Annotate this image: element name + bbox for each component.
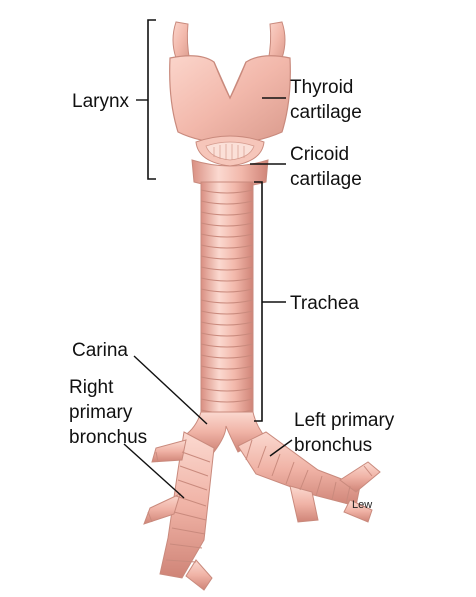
trachea-illustration (200, 181, 254, 419)
labels: Larynx Thyroid cartilage Cricoid cartila… (69, 77, 395, 511)
tracheal-ring (200, 310, 254, 315)
tracheal-ring (200, 211, 254, 216)
tracheal-ring (200, 244, 254, 249)
tracheal-ring (200, 288, 254, 293)
tracheal-ring (200, 321, 254, 326)
label-left-bronchus-line2: bronchus (294, 435, 372, 456)
label-larynx: Larynx (72, 91, 130, 112)
tracheal-ring (200, 299, 254, 304)
trachea-bracket (254, 181, 263, 422)
tracheal-ring (200, 277, 254, 282)
label-trachea: Trachea (290, 293, 359, 314)
tracheal-ring (200, 233, 254, 238)
tracheal-ring (200, 376, 254, 381)
tracheal-ring (200, 189, 254, 194)
thyroid-cartilage (169, 55, 291, 145)
label-carina: Carina (72, 340, 128, 361)
larynx-bracket (147, 19, 156, 180)
label-thyroid-line2: cartilage (290, 102, 362, 123)
artist-signature: Lew (352, 499, 372, 511)
tracheal-ring (200, 365, 254, 370)
label-right-bronchus-line2: primary (69, 402, 133, 423)
larynx-illustration (169, 21, 291, 188)
tracheal-ring (200, 222, 254, 227)
label-right-bronchus-line1: Right (69, 377, 114, 398)
tracheal-ring (200, 354, 254, 359)
label-cricoid-line2: cartilage (290, 169, 362, 190)
tracheal-ring (200, 332, 254, 337)
label-thyroid-line1: Thyroid (290, 77, 353, 98)
tracheal-ring (200, 266, 254, 271)
tracheal-ring (200, 343, 254, 348)
label-cricoid-line1: Cricoid (290, 144, 349, 165)
tracheal-ring (200, 200, 254, 205)
tracheal-ring (200, 255, 254, 260)
label-left-bronchus-line1: Left primary (294, 410, 395, 431)
annotation-lines (123, 19, 293, 499)
tracheal-ring (200, 387, 254, 392)
label-right-bronchus-line3: bronchus (69, 427, 147, 448)
tracheal-ring (200, 398, 254, 403)
